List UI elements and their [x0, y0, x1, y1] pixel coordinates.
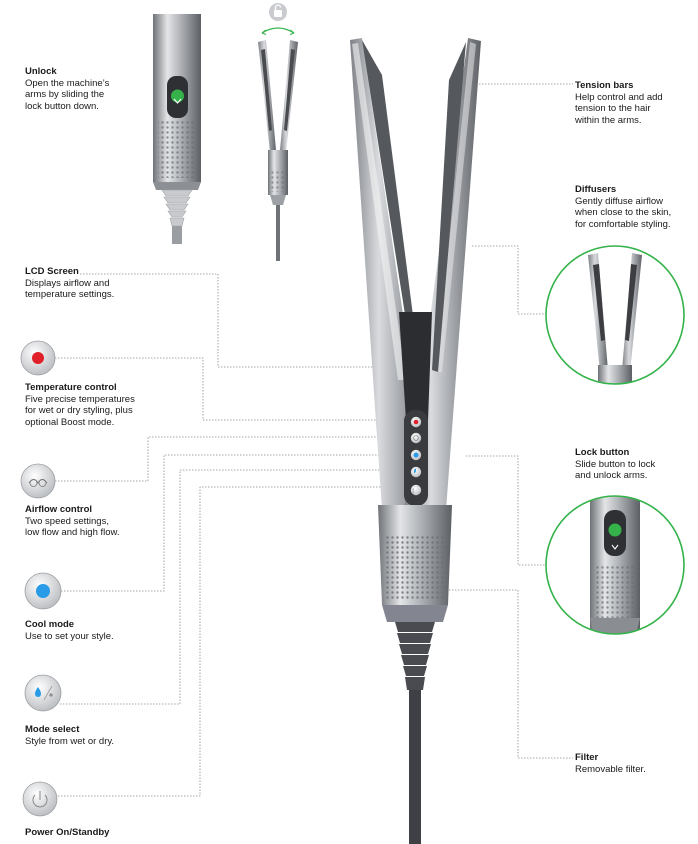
label-filter: Filter Removable filter.: [575, 752, 695, 775]
airflow-icon: [20, 463, 56, 499]
label-mode-desc: Style from wet or dry.: [25, 735, 115, 747]
cool-icon: [24, 572, 62, 610]
diffusers-closeup: [545, 245, 685, 385]
label-cool: Cool mode Use to set your style.: [25, 619, 175, 642]
label-power: Power On/Standby: [25, 827, 175, 839]
label-lock: Lock button Slide button to lock and unl…: [575, 447, 695, 482]
unlock-detail-illustration: [153, 14, 201, 244]
label-mode-title: Mode select: [25, 724, 80, 735]
label-filter-desc: Removable filter.: [575, 763, 646, 775]
label-diffusers-desc: Gently diffuse airflow when close to the…: [575, 195, 672, 230]
svg-text:|: |: [412, 488, 414, 494]
label-airflow-title: Airflow control: [25, 504, 93, 515]
label-temperature-desc: Five precise temperatures for wet or dry…: [25, 393, 135, 428]
label-lock-desc: Slide button to lock and unlock arms.: [575, 458, 656, 482]
label-power-title: Power On/Standby: [25, 827, 110, 838]
label-unlock-title: Unlock: [25, 66, 57, 77]
straightener-illustration: |: [350, 38, 481, 844]
label-airflow: Airflow control Two speed settings, low …: [25, 504, 175, 539]
label-cool-title: Cool mode: [25, 619, 75, 630]
guide-lines: [55, 83, 573, 797]
temperature-icon: [20, 340, 56, 376]
label-tension-desc: Help control and add tension to the hair…: [575, 91, 663, 126]
label-diffusers-title: Diffusers: [575, 184, 617, 195]
label-diffusers: Diffusers Gently diffuse airflow when cl…: [575, 184, 695, 230]
open-arms-illustration: [258, 3, 298, 261]
power-icon: [22, 781, 58, 817]
label-unlock: Unlock Open the machine’s arms by slidin…: [25, 66, 175, 112]
label-lock-title: Lock button: [575, 447, 630, 458]
mode-icon: [24, 674, 62, 712]
label-temperature: Temperature control Five precise tempera…: [25, 382, 175, 428]
lock-button-closeup: [545, 495, 685, 635]
label-airflow-desc: Two speed settings, low flow and high fl…: [25, 515, 120, 539]
label-lcd-desc: Displays airflow and temperature setting…: [25, 277, 115, 301]
label-lcd-title: LCD Screen: [25, 266, 79, 277]
label-tension: Tension bars Help control and add tensio…: [575, 80, 695, 126]
label-lcd: LCD Screen Displays airflow and temperat…: [25, 266, 175, 301]
label-cool-desc: Use to set your style.: [25, 630, 114, 642]
label-unlock-desc: Open the machine’s arms by sliding the l…: [25, 77, 110, 112]
label-filter-title: Filter: [575, 752, 599, 763]
label-temperature-title: Temperature control: [25, 382, 117, 393]
label-mode: Mode select Style from wet or dry.: [25, 724, 175, 747]
label-tension-title: Tension bars: [575, 80, 634, 91]
